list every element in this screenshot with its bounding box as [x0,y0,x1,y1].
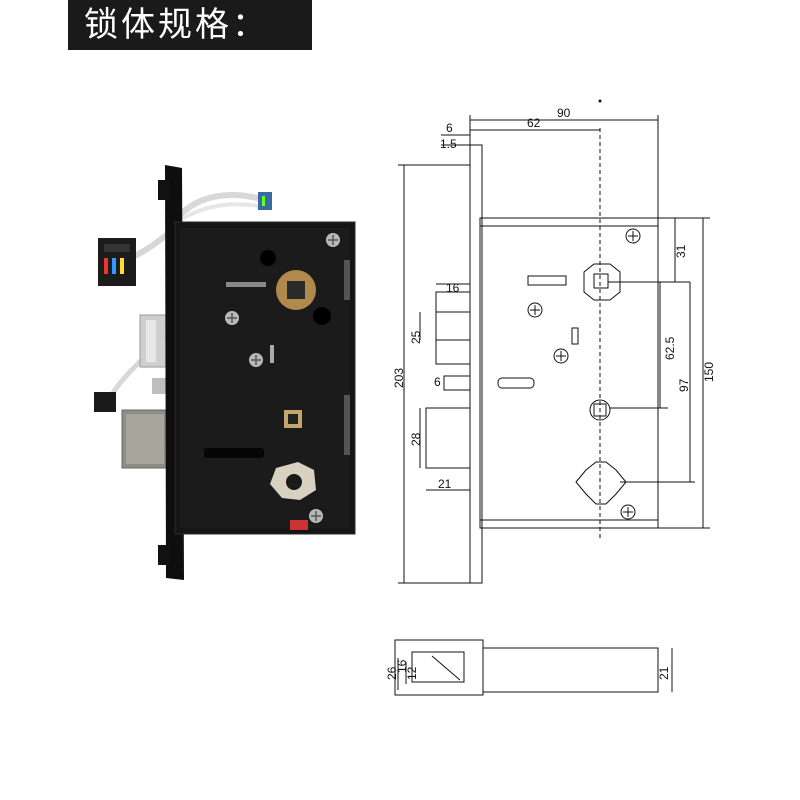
drawing-guard-bolt [443,375,471,391]
screw-icon [225,311,239,325]
drawing-latch [435,291,471,365]
page-title: 锁体规格： [84,5,269,45]
dim-top-to-spindle: 31 [674,244,688,258]
dim-guard-bolt: 6 [434,375,441,389]
dim-bottom-12: 12 [405,666,419,680]
dim-faceplate-offset: 6 [446,121,453,135]
dim-spindle-to-cylinder: 62.5 [663,336,677,360]
dim-deadbolt-throw: 21 [438,477,452,491]
dim-latch-height: 25 [409,330,423,344]
drawing-case [479,217,659,529]
dim-bottom-total: 26 [385,666,399,680]
dim-faceplate-height: 203 [392,368,406,388]
screw-icon [326,233,340,247]
dim-faceplate-thickness: 1.5 [440,137,457,151]
dim-latch-width: 16 [446,281,460,295]
dim-overall-width: 90 [557,106,571,120]
dim-latch-to-cylinder: 97 [677,378,691,392]
title-banner: 锁体规格： [68,0,312,50]
dim-bottom-16: 16 [395,659,409,673]
dim-body-height: 150 [702,362,716,382]
screw-icon [249,353,263,367]
dim-deadbolt-height: 28 [409,432,423,446]
drawing-deadbolt [425,407,471,469]
screw-icon [309,509,323,523]
dim-backset: 62 [527,116,541,130]
wire-connector-bottom [94,392,116,412]
dim-bottom-21: 21 [657,666,671,680]
